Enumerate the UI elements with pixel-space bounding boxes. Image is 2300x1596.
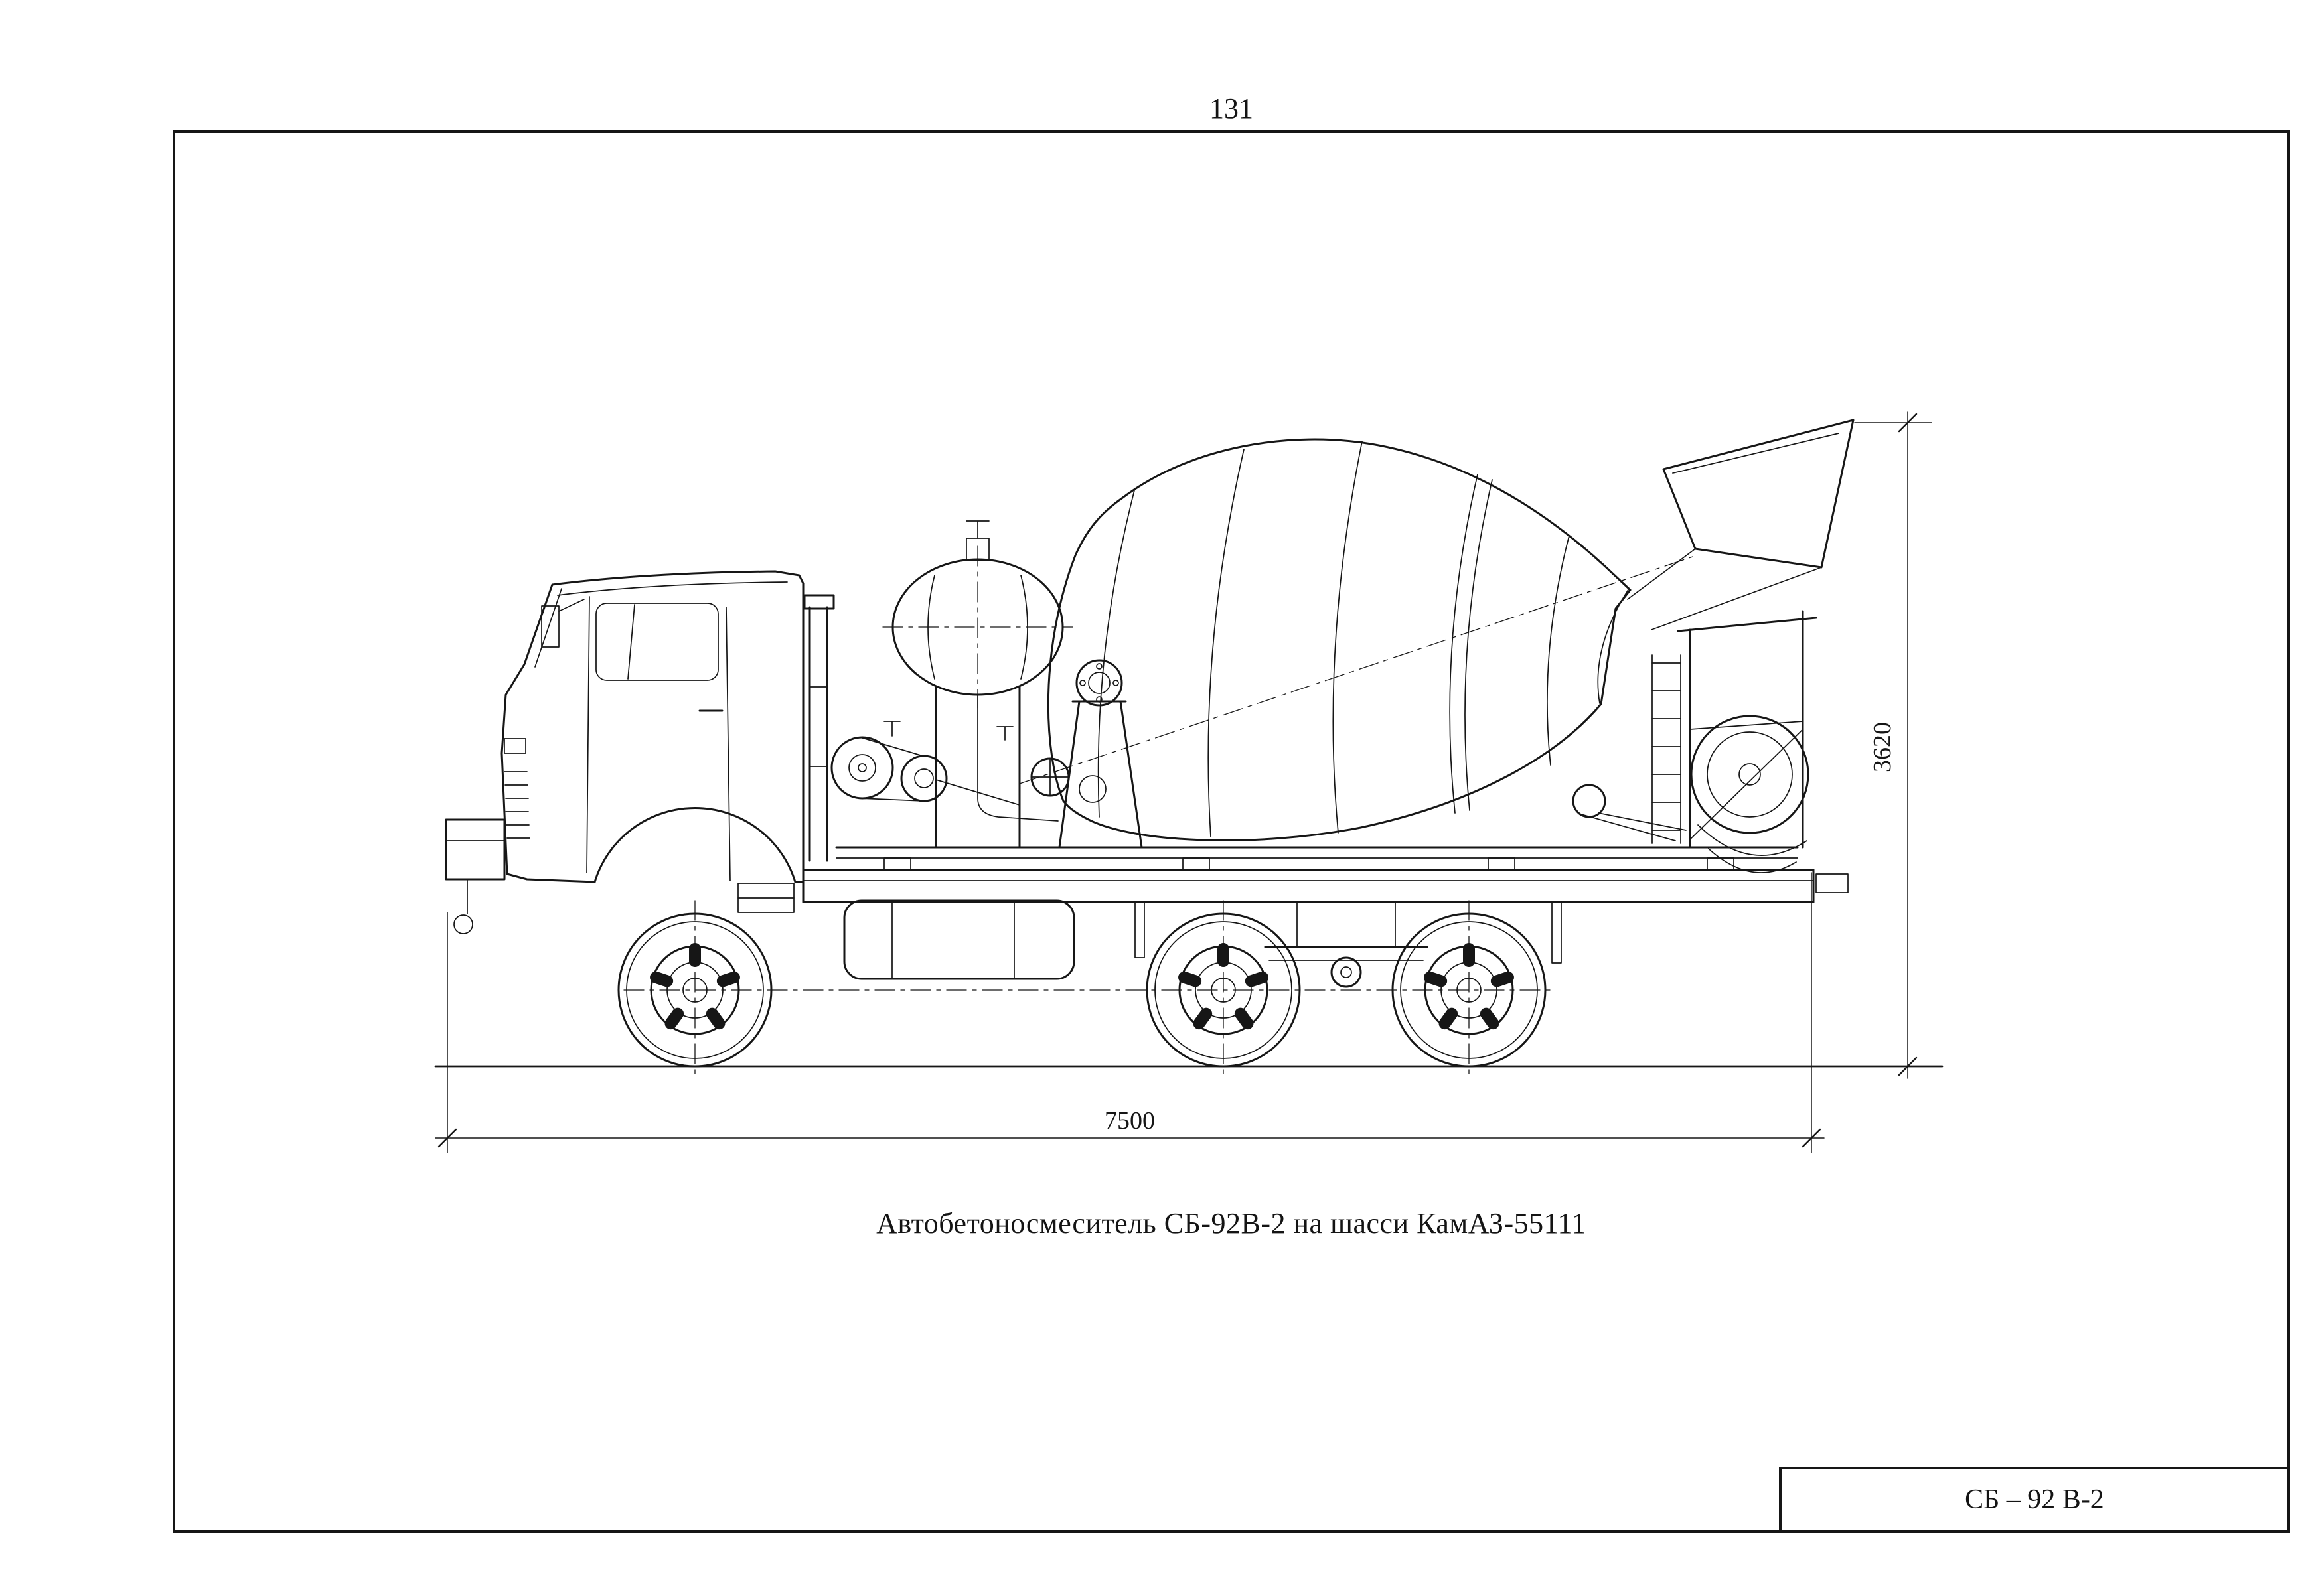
air-intake-stack bbox=[808, 606, 828, 862]
title-block-code: СБ – 92 В-2 bbox=[1965, 1485, 2104, 1515]
page-number: 131 bbox=[1209, 92, 1253, 125]
mixer-drum bbox=[1019, 438, 1693, 841]
dimension-height-label: 3620 bbox=[1869, 722, 1896, 772]
drawing-caption: Автобетоносмеситель СБ-92В-2 на шасси Ка… bbox=[876, 1207, 1586, 1240]
loading-hopper bbox=[1627, 419, 1855, 630]
dimension-length-label: 7500 bbox=[1105, 1107, 1155, 1135]
fuel-tank bbox=[843, 899, 1075, 980]
drawing-frame: 7500 3620 Автобетоносмеситель СБ-92В-2 н… bbox=[173, 130, 2290, 1533]
cab bbox=[445, 570, 835, 934]
door-window bbox=[595, 603, 719, 681]
dimension-height: 3620 bbox=[1854, 411, 1932, 1079]
chassis-frame bbox=[802, 846, 1815, 964]
rear-bogie-suspension bbox=[1264, 901, 1428, 988]
title-block: СБ – 92 В-2 bbox=[1779, 1467, 2287, 1530]
discharge-chute bbox=[1690, 715, 1849, 893]
rear-ladder bbox=[1651, 654, 1681, 844]
mirror bbox=[541, 605, 560, 648]
tow-hook bbox=[453, 914, 473, 934]
grille-slats bbox=[504, 771, 530, 839]
water-tank bbox=[882, 520, 1073, 849]
truck-side-view-drawing: 7500 3620 bbox=[434, 411, 1944, 1153]
hydraulic-drive-cluster bbox=[830, 721, 1107, 803]
support-roller bbox=[1572, 784, 1606, 818]
front-bumper bbox=[445, 818, 506, 881]
headlight bbox=[504, 738, 526, 754]
wheel-center-axes bbox=[623, 900, 1557, 1080]
drum-axis bbox=[1019, 556, 1693, 784]
dimension-length: 7500 bbox=[435, 872, 1825, 1153]
drum-hoops bbox=[1097, 441, 1630, 837]
drum-front-pedestal bbox=[1058, 659, 1143, 849]
